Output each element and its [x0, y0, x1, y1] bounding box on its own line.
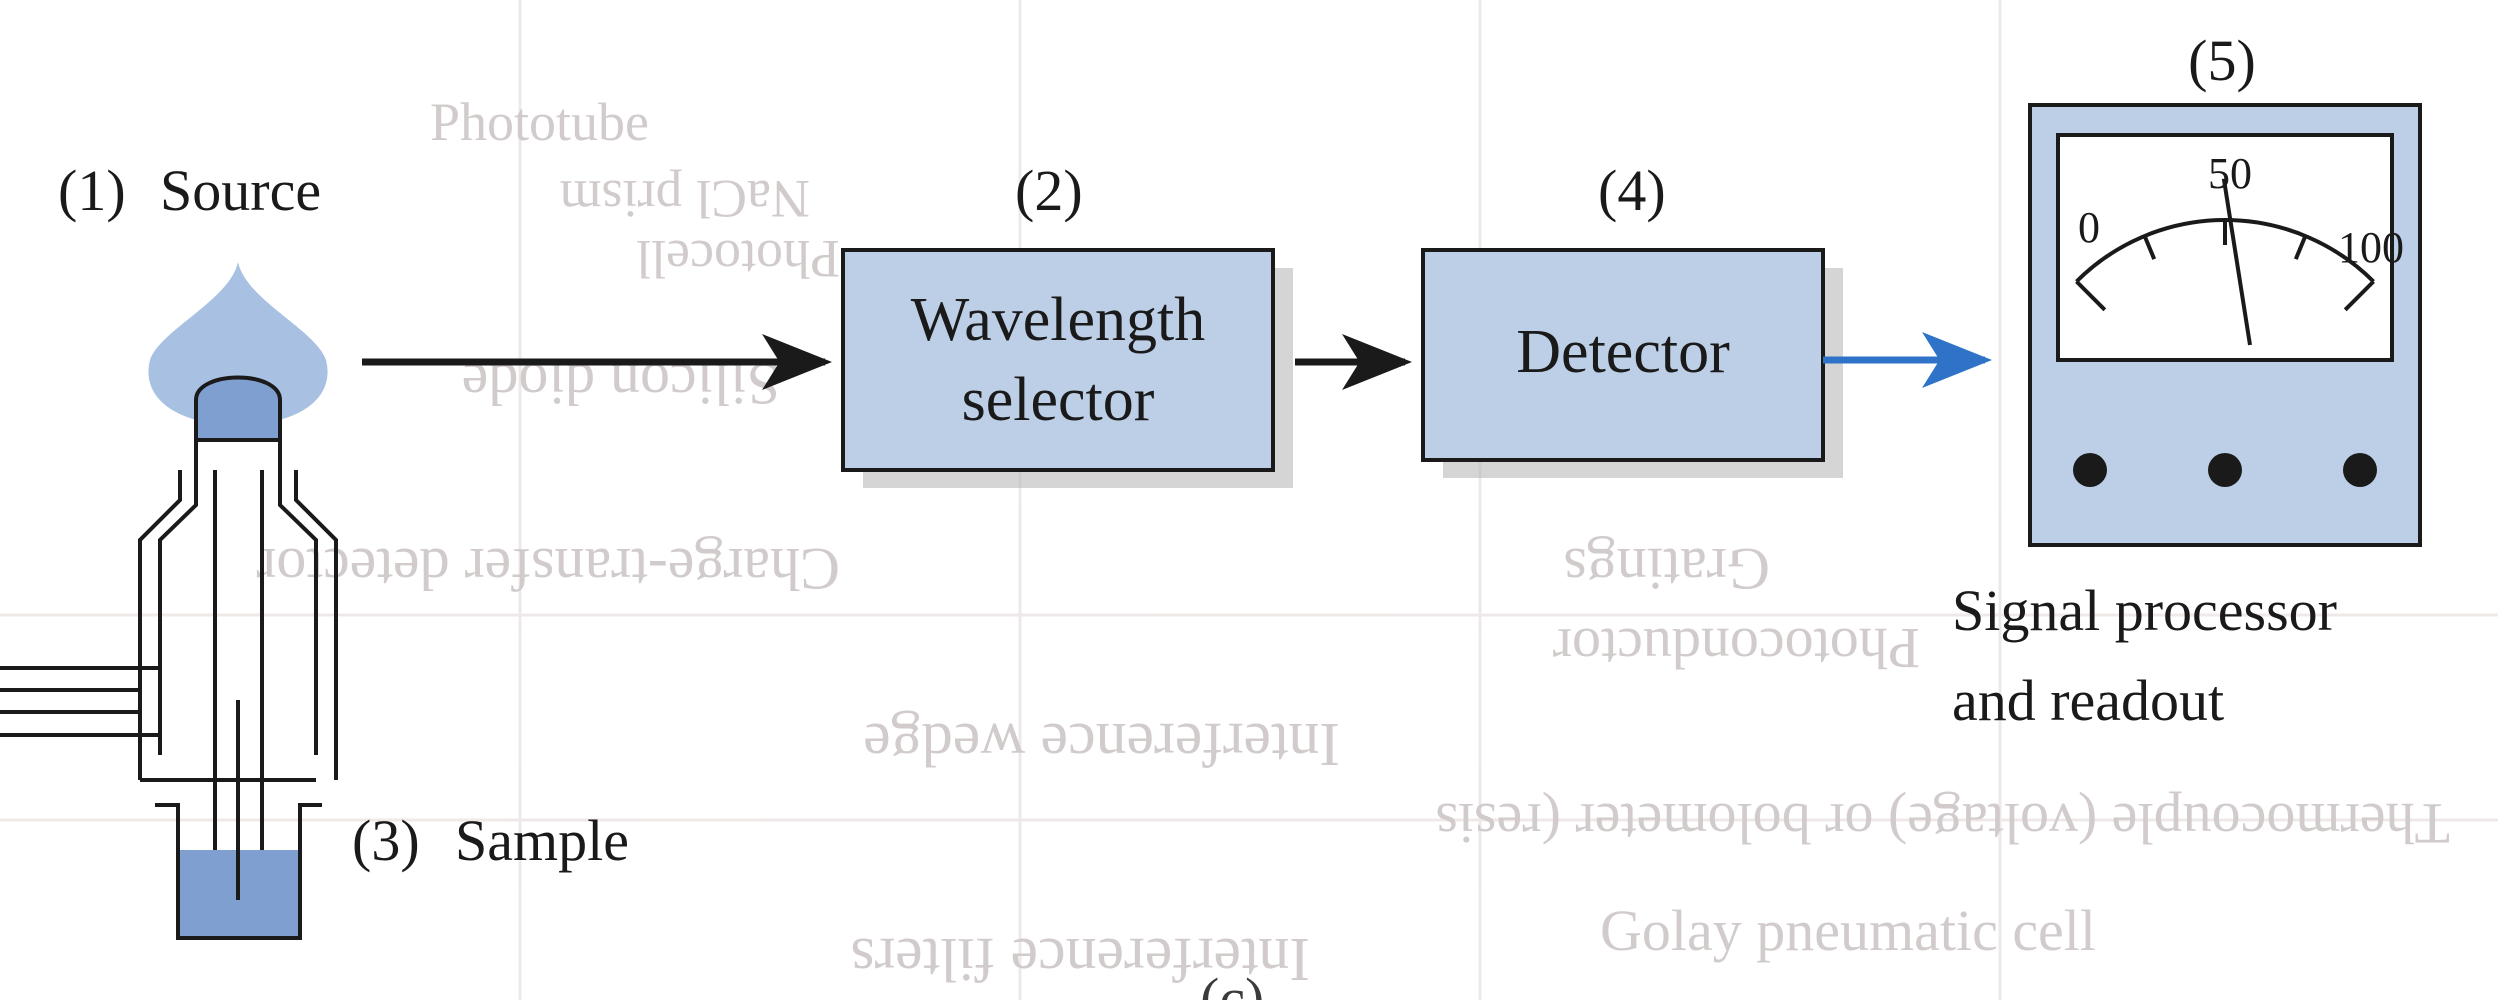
readout-label-line1: Signal processor	[1952, 578, 2337, 643]
wavelength-selector-component: (2) Wavelength selector	[841, 158, 1293, 488]
burner-icon	[0, 440, 338, 900]
meter-scale-min: 0	[2078, 203, 2100, 252]
meter-scale-mid: 50	[2208, 149, 2252, 198]
sample-label: Sample	[455, 808, 629, 873]
readout-knobs	[2073, 453, 2377, 487]
meter-scale-max: 100	[2338, 223, 2404, 272]
meter-face	[2056, 133, 2394, 362]
bleed-text: Photoconductor	[1553, 616, 1920, 681]
selector-label-line2: selector	[962, 366, 1155, 434]
selector-number: (2)	[1015, 158, 1083, 223]
readout-component: (5) 0 50 100 Signal processor and readou…	[1952, 28, 2422, 733]
figure-panel-label: (c)	[1200, 966, 1264, 1000]
bleed-text: Phototube	[430, 92, 649, 152]
bleed-text: Charge-transfer detector	[256, 536, 840, 602]
bleed-text: Interference filters	[850, 925, 1310, 993]
bleed-text: Gratings	[1563, 536, 1770, 602]
source-component: (1) Source	[0, 158, 338, 940]
detector-label: Detector	[1516, 318, 1730, 386]
readout-number: (5)	[2188, 28, 2256, 93]
detector-box	[1421, 248, 1825, 462]
readout-label-line2: and readout	[1952, 668, 2224, 733]
sample-beaker-icon	[155, 700, 322, 940]
bleed-text: Photocell	[636, 229, 840, 289]
meter-tick	[2343, 280, 2375, 312]
selector-label-line1: Wavelength	[911, 286, 1206, 354]
detector-component: (4) Detector	[1421, 158, 1843, 478]
bleed-text: NaCl prism	[560, 169, 811, 229]
sample-number: (3)	[352, 808, 420, 873]
source-label: Source	[160, 158, 321, 223]
sample-component: (3) Sample	[352, 808, 629, 873]
bleed-text: Golay pneumatic cell	[1600, 898, 2096, 963]
knob-icon	[2073, 453, 2107, 487]
meter-tick	[2293, 235, 2308, 260]
source-number: (1)	[58, 158, 126, 223]
bleed-text: Interference wedge	[863, 710, 1340, 778]
flame-icon	[148, 262, 328, 425]
detector-number: (4)	[1598, 158, 1666, 223]
meter-tick	[2075, 280, 2107, 312]
knob-icon	[2343, 453, 2377, 487]
burner-cap-icon	[194, 375, 282, 442]
meter-tick	[2142, 235, 2157, 260]
bleed-text: Thermocouple (voltage) or bolometer (res…	[1435, 791, 2450, 856]
knob-icon	[2208, 453, 2242, 487]
meter-ticks	[2075, 220, 2375, 312]
selector-box	[841, 248, 1275, 472]
meter-needle	[2221, 178, 2252, 346]
